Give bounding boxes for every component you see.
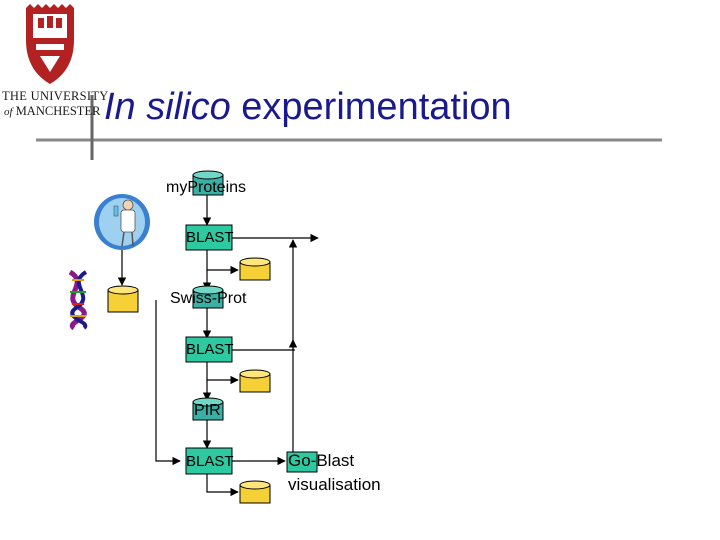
blast-label-3: BLAST [186,453,234,470]
university-name-manchester: MANCHESTER [15,104,101,118]
university-name-line2: of MANCHESTER [4,105,100,118]
swissprot-db-cylinder [192,285,224,309]
swissprot-label: Swiss-Prot [170,290,247,307]
goblast-box [286,451,318,473]
output-db-icon [107,285,139,313]
title-italic: In silico [104,86,231,128]
blast-3-result-icon [239,480,271,504]
pir-db-cylinder [192,397,224,421]
blast-label-1: BLAST [186,229,234,246]
pir-label: PIR [194,402,221,419]
dna-icon [68,269,88,331]
university-name-of: of [4,106,13,118]
visualiser-label-line1: Go-Blast [288,451,355,470]
workflow-connectors [117,190,319,497]
visualiser-label-line2: visualisation [288,475,381,494]
title-rest: experimentation [230,86,512,128]
university-name-line1: THE UNIVERSITY [2,89,109,103]
blast-box-3 [185,447,233,475]
source-db-cylinder [192,170,224,196]
blast-2-result-icon [239,369,271,393]
source-db-label: myProteins [166,179,247,196]
blast-box-1 [185,224,233,251]
page-title: In silico experimentation [104,88,512,126]
scientist-icon [94,194,150,250]
university-crest-icon [26,4,74,84]
blast-box-2 [185,336,233,363]
blast-1-result-icon [239,257,271,281]
blast-label-2: BLAST [186,341,234,358]
